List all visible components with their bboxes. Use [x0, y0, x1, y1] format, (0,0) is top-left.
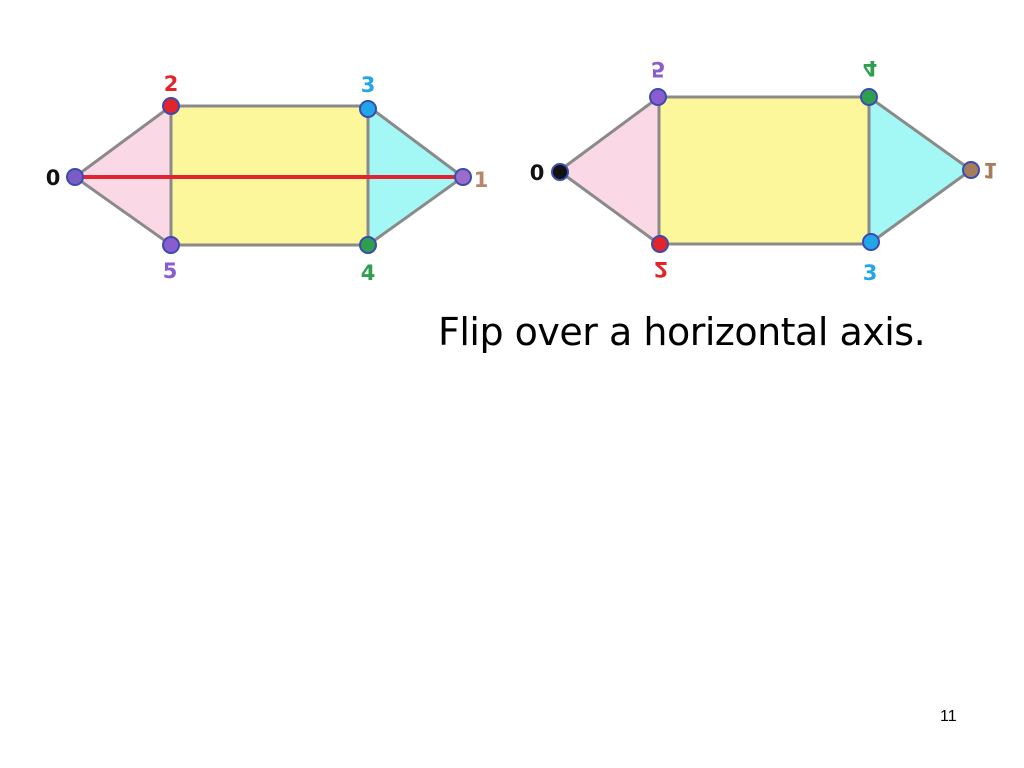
original-label-2: 2	[164, 72, 179, 96]
flipped-vertex-top-right	[860, 88, 878, 106]
original-vertex-1	[454, 168, 472, 186]
flipped-label-top-right: 4	[863, 56, 878, 80]
original-vertex-0	[66, 168, 84, 186]
original-label-3: 3	[361, 73, 376, 97]
page-number: 11	[940, 708, 957, 725]
flipped-label-right: 1	[983, 158, 998, 182]
original-label-0: 0	[46, 166, 61, 190]
flipped-vertex-left	[551, 163, 569, 181]
flipped-right-triangle	[867, 94, 974, 247]
original-vertex-5	[162, 236, 180, 254]
flipped-label-bottom-right: 3	[863, 261, 878, 285]
flipped-vertex-bottom-left	[651, 235, 669, 253]
flipped-label-left: 0	[530, 161, 545, 185]
original-label-1: 1	[474, 168, 489, 192]
flipped-vertex-top-left	[649, 88, 667, 106]
original-vertex-4	[359, 236, 377, 254]
original-label-4: 4	[361, 261, 376, 285]
original-figure: 0 1 2 3 4 5	[46, 72, 489, 285]
flipped-label-bottom-left: 2	[654, 257, 669, 281]
flipped-center-rectangle	[657, 95, 871, 246]
flipped-label-top-left: 5	[651, 57, 666, 81]
flipped-vertex-bottom-right	[862, 233, 880, 251]
flipped-left-triangle	[556, 94, 661, 247]
original-vertex-2	[162, 97, 180, 115]
original-label-5: 5	[163, 259, 178, 283]
flipped-figure: 0 1 5 4 2 3	[530, 56, 998, 285]
flipped-vertex-right	[962, 161, 980, 179]
slide-caption: Flip over a horizontal axis.	[438, 310, 926, 354]
original-vertex-3	[359, 100, 377, 118]
